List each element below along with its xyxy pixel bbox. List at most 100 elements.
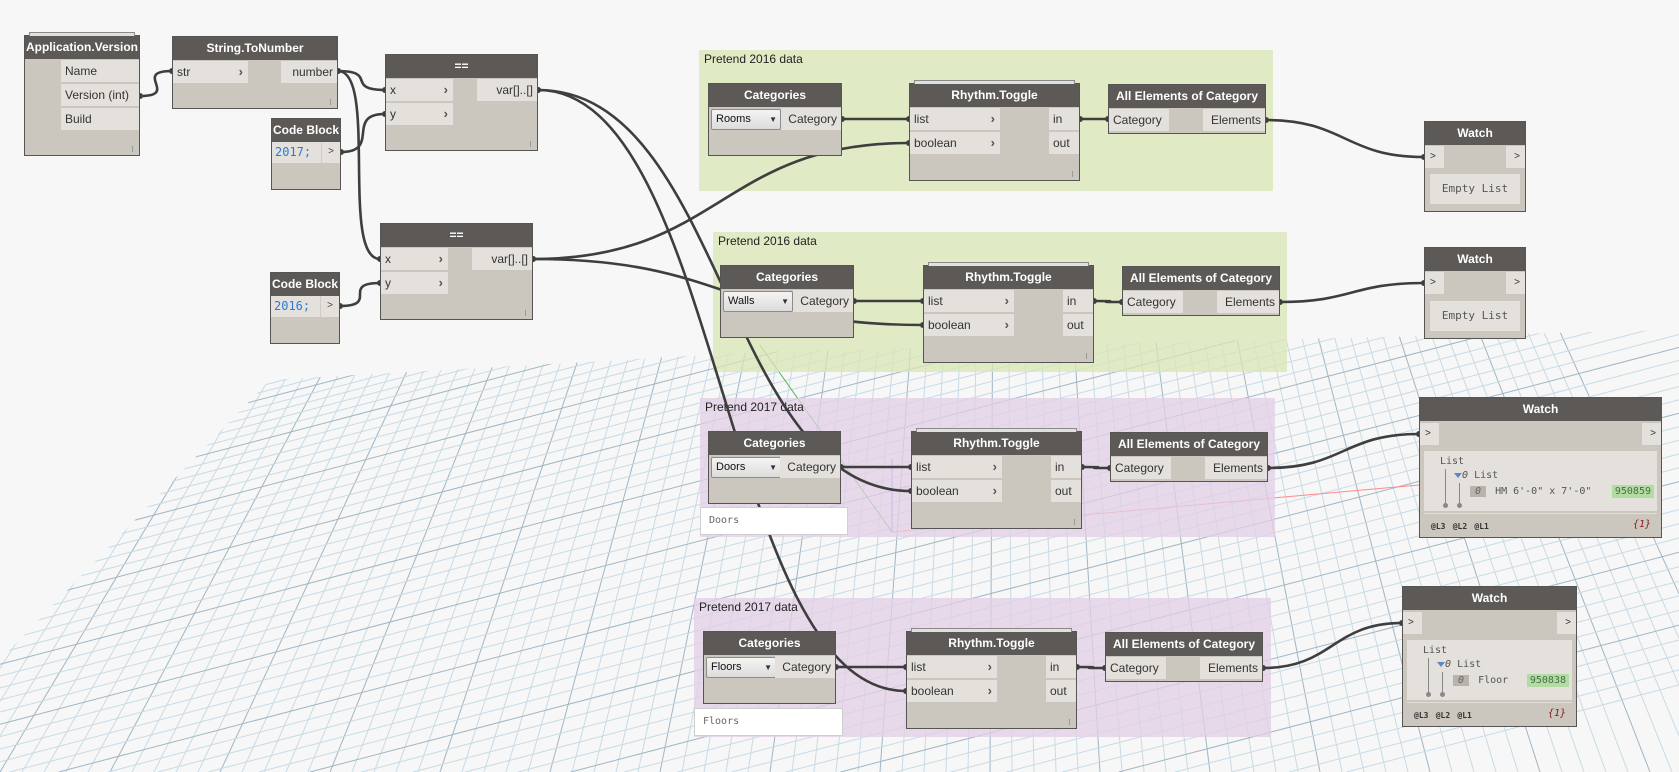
watch-output-port[interactable]: > <box>1506 146 1525 168</box>
element-id-badge[interactable]: 950859 <box>1611 485 1654 498</box>
watch-input-port[interactable]: > <box>1420 423 1439 445</box>
output-port-out[interactable]: out <box>1063 314 1093 336</box>
watch-input-port[interactable]: > <box>1425 272 1444 294</box>
watch-node-3[interactable]: Watch > > List 0 List 0 HM 6'-0" x 7'-0"… <box>1419 397 1662 538</box>
input-port-list[interactable]: list› <box>907 656 997 678</box>
input-port-list[interactable]: list› <box>912 456 1002 478</box>
input-port-category[interactable]: Category <box>1109 109 1169 131</box>
level-l2[interactable]: @L2 <box>1452 522 1468 531</box>
input-port-x[interactable]: x › <box>381 248 448 270</box>
chevron-right-icon: › <box>1004 317 1009 332</box>
collapse-triangle-icon[interactable] <box>1454 472 1462 478</box>
watch-input-port[interactable]: > <box>1425 146 1444 168</box>
output-port-category[interactable]: Category <box>775 656 835 678</box>
rhythm-toggle-node-rooms[interactable]: Rhythm.Toggle list› boolean› in out <box>909 80 1080 181</box>
grid-line <box>87 330 510 772</box>
input-port-category[interactable]: Category <box>1123 291 1183 313</box>
level-l3[interactable]: @L3 <box>1431 522 1446 531</box>
code-output-port[interactable]: > <box>321 142 340 163</box>
grid-line <box>285 330 617 772</box>
watch-node-1[interactable]: Watch > > Empty List <box>1424 121 1526 212</box>
output-port-in[interactable]: in <box>1046 656 1076 678</box>
category-dropdown[interactable]: Rooms▼ <box>711 109 781 130</box>
watch-output-port[interactable]: > <box>1506 272 1525 294</box>
rhythm-toggle-node-doors[interactable]: Rhythm.Toggle list› boolean› in out <box>911 428 1082 529</box>
code-output-port[interactable]: > <box>320 296 339 317</box>
rhythm-toggle-node-floors[interactable]: Rhythm.Toggle list› boolean› in out <box>906 628 1077 729</box>
level-l3[interactable]: @L3 <box>1414 711 1429 720</box>
input-port-x[interactable]: x › <box>386 79 453 101</box>
level-l1[interactable]: @L1 <box>1457 711 1472 720</box>
node-title: All Elements of Category <box>1123 267 1279 290</box>
watch-output-port[interactable]: > <box>1642 423 1661 445</box>
input-port-category[interactable]: Category <box>1111 457 1171 479</box>
category-dropdown[interactable]: Floors▼ <box>706 657 776 678</box>
output-port-name[interactable]: Name <box>61 60 139 82</box>
node-title: Watch <box>1420 398 1661 421</box>
output-port-category[interactable]: Category <box>793 290 853 312</box>
categories-node-rooms[interactable]: Categories Rooms▼ Category <box>708 83 842 156</box>
application-version-node[interactable]: Application.Version Name Version (int) B… <box>24 32 140 156</box>
output-port-build[interactable]: Build <box>61 108 139 130</box>
output-port-elements[interactable]: Elements <box>1217 291 1279 313</box>
port-label: boolean <box>916 484 959 498</box>
output-port-category[interactable]: Category <box>780 456 840 478</box>
grid-line <box>131 330 534 772</box>
code-editor[interactable]: 2016; <box>271 296 320 317</box>
watch-output-port[interactable]: > <box>1557 612 1576 634</box>
categories-node-walls[interactable]: Categories Walls▼ Category <box>720 265 854 338</box>
output-port-var[interactable]: var[]..[] <box>472 248 532 270</box>
output-port-out[interactable]: out <box>1049 132 1079 154</box>
rhythm-toggle-node-walls[interactable]: Rhythm.Toggle list› boolean› in out <box>923 262 1094 363</box>
input-port-category[interactable]: Category <box>1106 657 1166 679</box>
output-port-in[interactable]: in <box>1051 456 1081 478</box>
element-id-badge[interactable]: 950838 <box>1526 674 1569 687</box>
collapse-triangle-icon[interactable] <box>1437 661 1445 667</box>
input-port-y[interactable]: y › <box>386 103 453 125</box>
output-port-elements[interactable]: Elements <box>1205 457 1267 479</box>
level-l2[interactable]: @L2 <box>1435 711 1451 720</box>
watch-node-4[interactable]: Watch > > List 0 List 0 Floor 950838 @L3… <box>1402 586 1577 727</box>
tree-sub-row: 0 List <box>1437 658 1481 671</box>
all-elements-of-category-node-doors[interactable]: All Elements of Category Category Elemen… <box>1110 432 1268 482</box>
input-port-boolean[interactable]: boolean› <box>924 314 1014 336</box>
input-port-y[interactable]: y › <box>381 272 448 294</box>
grid-line <box>1346 684 1679 772</box>
input-port-list[interactable]: list› <box>924 290 1014 312</box>
port-label: list <box>914 112 929 126</box>
category-dropdown[interactable]: Doors▼ <box>711 457 781 478</box>
equals-node-bottom[interactable]: == x › y › var[]..[] <box>380 223 533 320</box>
categories-node-doors[interactable]: Categories Doors▼ Category <box>708 431 841 504</box>
output-port-in[interactable]: in <box>1049 108 1079 130</box>
input-port-boolean[interactable]: boolean› <box>912 480 1002 502</box>
output-port-elements[interactable]: Elements <box>1203 109 1265 131</box>
output-port-elements[interactable]: Elements <box>1200 657 1262 679</box>
categories-node-floors[interactable]: Categories Floors▼ Category <box>703 631 836 704</box>
code-editor[interactable]: 2017; <box>272 142 321 163</box>
all-elements-of-category-node-rooms[interactable]: All Elements of Category Category Elemen… <box>1108 84 1266 134</box>
equals-node-top[interactable]: == x › y › var[]..[] <box>385 54 538 151</box>
output-port-var[interactable]: var[]..[] <box>477 79 537 101</box>
watch-node-2[interactable]: Watch > > Empty List <box>1424 247 1526 339</box>
code-block-2016-node[interactable]: Code Block 2016; > <box>270 272 340 344</box>
all-elements-of-category-node-floors[interactable]: All Elements of Category Category Elemen… <box>1105 632 1263 682</box>
input-port-str[interactable]: str › <box>173 61 248 83</box>
code-block-2017-node[interactable]: Code Block 2017; > <box>271 118 341 190</box>
chevron-right-icon: › <box>443 106 448 121</box>
input-port-boolean[interactable]: boolean› <box>907 680 997 702</box>
output-port-number[interactable]: number <box>281 61 337 83</box>
all-elements-of-category-node-walls[interactable]: All Elements of Category Category Elemen… <box>1122 266 1280 316</box>
output-port-version-int[interactable]: Version (int) <box>61 84 139 106</box>
node-title: Application.Version <box>25 36 139 59</box>
string-to-number-node[interactable]: String.ToNumber str › number <box>172 36 338 109</box>
watch-input-port[interactable]: > <box>1403 612 1422 634</box>
output-port-category[interactable]: Category <box>781 108 841 130</box>
dropdown-arrow-icon: ▼ <box>781 297 789 306</box>
category-dropdown[interactable]: Walls▼ <box>723 291 793 312</box>
level-l1[interactable]: @L1 <box>1474 522 1489 531</box>
output-port-out[interactable]: out <box>1046 680 1076 702</box>
input-port-list[interactable]: list› <box>910 108 1000 130</box>
output-port-out[interactable]: out <box>1051 480 1081 502</box>
output-port-in[interactable]: in <box>1063 290 1093 312</box>
input-port-boolean[interactable]: boolean› <box>910 132 1000 154</box>
